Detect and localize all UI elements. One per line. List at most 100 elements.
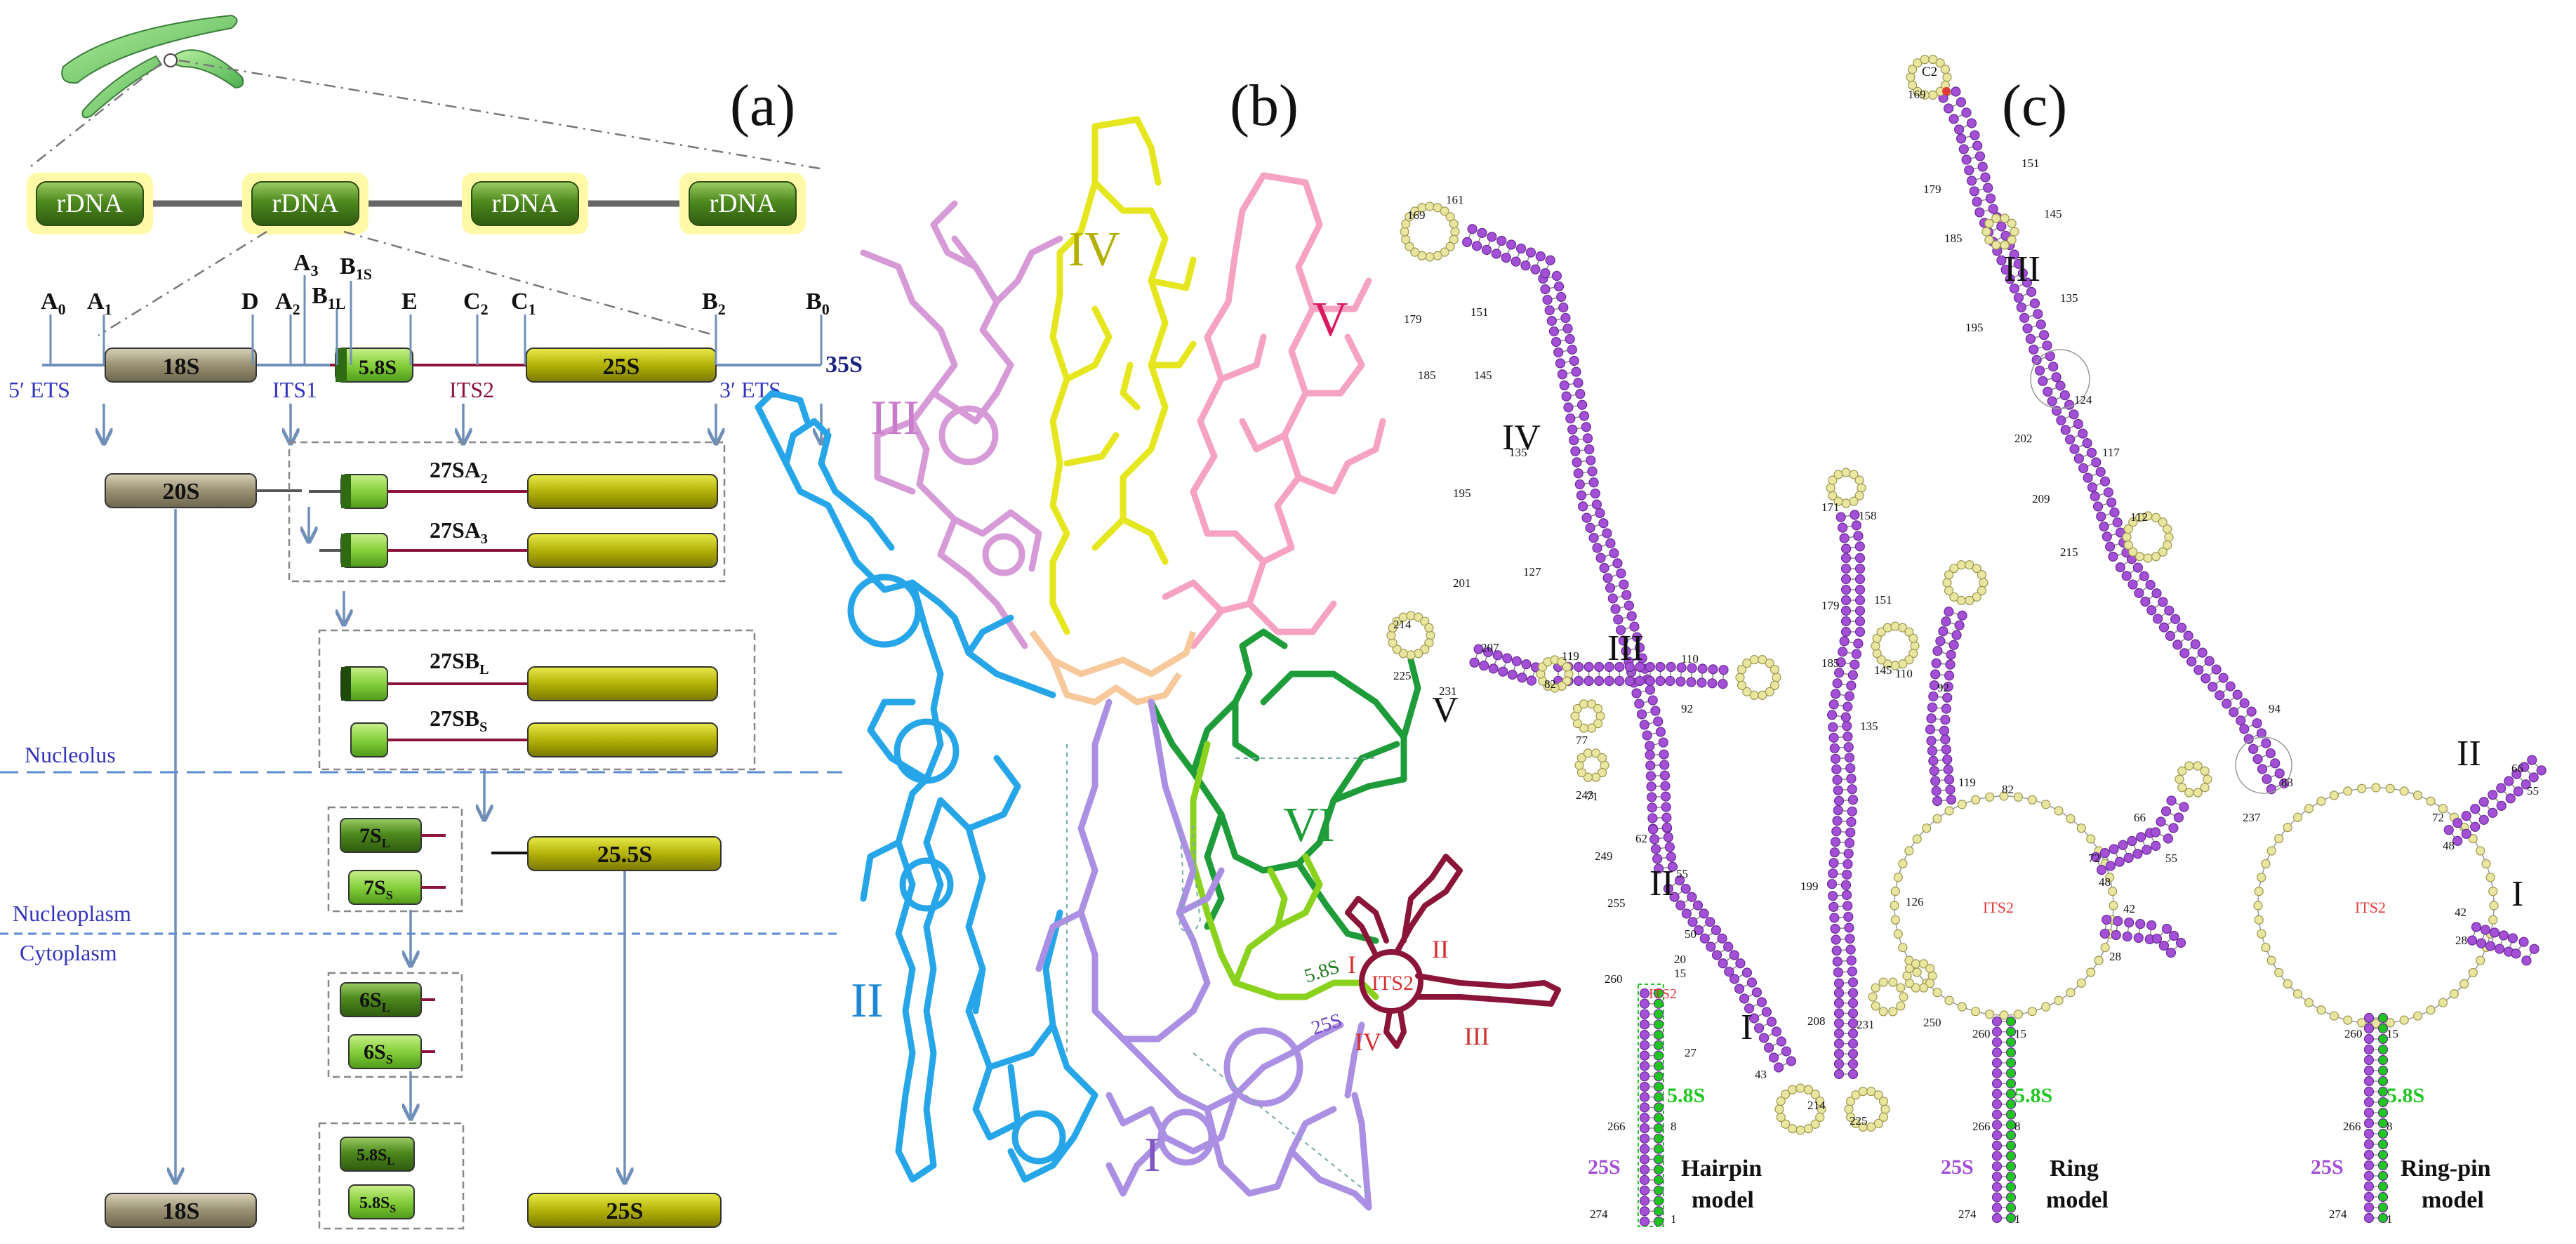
nucleotide	[1828, 901, 1839, 912]
nucleotide	[2270, 758, 2280, 769]
nucleotide	[2031, 355, 2042, 365]
ring-nucleotide	[1912, 834, 1922, 844]
nucleotide	[1663, 832, 1673, 842]
nucleotide	[1761, 1007, 1772, 1017]
nucleotide	[2136, 832, 2146, 842]
its2-label: ITS2	[1983, 899, 2014, 916]
nucleotide	[2108, 551, 2118, 562]
ring-nucleotide	[2357, 783, 2367, 793]
nucleotide	[1653, 1019, 1664, 1030]
nucleotide	[1853, 638, 1864, 649]
loop-nucleotide	[1972, 564, 1981, 574]
nucleotide	[2005, 1130, 2017, 1141]
nucleotide	[2158, 597, 2168, 607]
nucleotide	[1614, 661, 1625, 673]
loop-nucleotide	[2164, 532, 2174, 542]
nucleotide	[1639, 1206, 1650, 1217]
nucleotide	[1598, 518, 1609, 529]
nucleotide	[2207, 682, 2218, 692]
loop-nucleotide	[1845, 1097, 1856, 1106]
box-7s	[327, 806, 463, 913]
ring-nucleotide	[1932, 988, 1942, 998]
residue-number: 151	[2021, 157, 2040, 170]
ring-nucleotide	[1944, 806, 1954, 816]
nucleotide	[1599, 562, 1609, 574]
nucleotide	[2043, 386, 2053, 397]
loop-nucleotide	[1591, 772, 1601, 782]
nucleotide	[2363, 1107, 2375, 1118]
nucleotide	[2176, 623, 2187, 633]
nucleotide	[1942, 754, 1953, 765]
nucleotide	[1462, 237, 1473, 247]
nucleotide	[1639, 1071, 1650, 1082]
nucleotide	[1645, 741, 1655, 751]
ring-nucleotide	[2054, 995, 2064, 1005]
its2-helix-iv-label: IV	[1355, 1028, 1381, 1056]
domain-vi-label: VI	[1283, 798, 1335, 852]
residue-number: 209	[2032, 492, 2050, 505]
nucleotide	[1653, 1113, 1664, 1123]
nucleotide	[1562, 323, 1573, 334]
nucleotide	[2489, 927, 2500, 938]
nucleotide	[1639, 1216, 1650, 1227]
nucleotide	[2476, 938, 2487, 948]
domain-iv-label: IV	[1068, 223, 1120, 277]
mature-18s: 18S	[105, 1193, 257, 1228]
residue-number: 185	[1944, 232, 1963, 245]
nucleotide	[1635, 661, 1645, 673]
nucleotide	[2443, 825, 2454, 835]
nucleotide	[1718, 958, 1728, 969]
nucleotide	[1511, 256, 1521, 267]
ring-nucleotide	[2371, 783, 2381, 793]
loop-nucleotide	[1849, 496, 1859, 506]
nucleotide	[1530, 264, 1541, 274]
nucleotide	[2150, 827, 2161, 838]
nucleotide	[2478, 814, 2489, 825]
nucleotide	[2078, 428, 2088, 439]
ring-nucleotide	[2254, 887, 2264, 896]
nucleotide	[1654, 863, 1664, 874]
residue-number: 266	[2343, 1120, 2361, 1133]
nucleotide	[1588, 477, 1599, 488]
nucleotide	[1669, 892, 1680, 902]
nucleotide	[1569, 355, 1579, 366]
residue-number: 135	[1509, 446, 1527, 459]
nucleotide	[1945, 659, 1956, 670]
nucleotide	[2165, 630, 2176, 641]
nucleotide	[2470, 804, 2481, 814]
nucleotide	[1646, 781, 1657, 792]
residue-number: 249	[1595, 849, 1613, 863]
nucleotide	[2140, 596, 2151, 607]
loop-nucleotide	[1420, 616, 1430, 626]
nucleotide	[2377, 1033, 2389, 1045]
loop-nucleotide	[1815, 1112, 1825, 1123]
nucleotide	[2005, 1192, 2017, 1203]
nucleotide	[1577, 501, 1588, 512]
nucleotide	[1974, 207, 1985, 218]
box-27sa	[288, 441, 726, 583]
nucleotide	[1639, 988, 1650, 999]
nucleotide	[1572, 457, 1582, 468]
nucleotide	[1840, 574, 1852, 585]
nucleotide	[2504, 776, 2514, 786]
nucleotide	[1944, 607, 1954, 617]
loop-nucleotide	[1888, 977, 1898, 987]
svg-text:C2: C2	[463, 289, 489, 318]
nucleotide	[2239, 724, 2250, 734]
loop-nucleotide	[1888, 1007, 1898, 1017]
ring-nucleotide	[2459, 979, 2469, 989]
nucleotide	[2173, 812, 2184, 823]
nucleotide	[2135, 918, 2146, 929]
nucleotide	[1675, 900, 1686, 911]
nucleotide	[2106, 497, 2117, 508]
nucleotide	[1828, 891, 1838, 901]
nucleotide	[1932, 795, 1943, 807]
loop-nucleotide	[1405, 212, 1414, 222]
nucleotide	[1847, 1049, 1859, 1059]
nucleotide	[1843, 848, 1854, 859]
nucleotide	[1521, 659, 1532, 670]
loop-nucleotide	[1425, 201, 1435, 211]
nucleotide	[1951, 630, 1962, 640]
nucleotide	[2056, 415, 2066, 425]
loop-nucleotide	[2122, 532, 2132, 542]
